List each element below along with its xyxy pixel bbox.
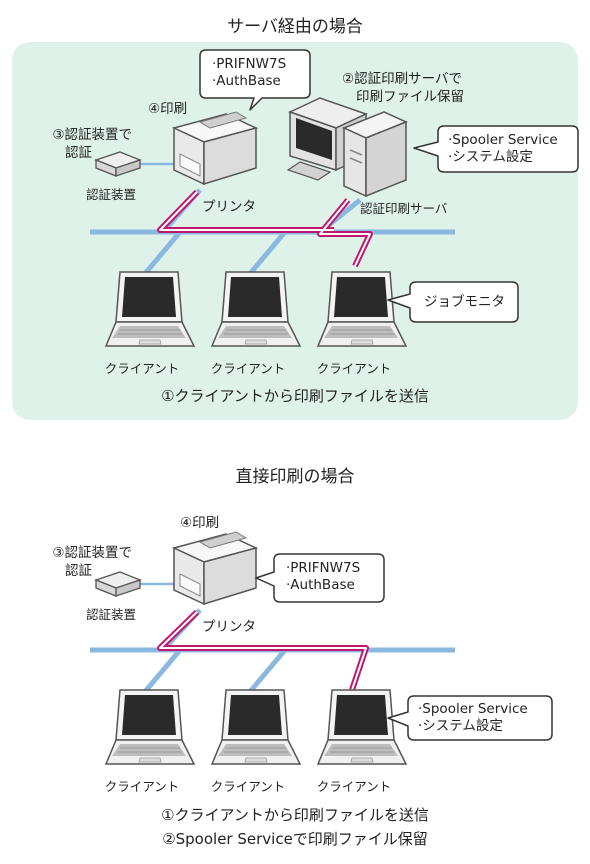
auth-device-icon-1 xyxy=(95,151,141,177)
laptop-icon-1b xyxy=(211,271,301,347)
step2-line1: ②認証印刷サーバで xyxy=(342,71,462,87)
server-prop-1: ·Spooler Service xyxy=(448,132,558,148)
auth-device-label-1: 認証装置 xyxy=(86,187,137,202)
bubble-server-props xyxy=(413,125,579,173)
step2-line2: 印刷ファイル保留 xyxy=(356,89,464,105)
job-monitor-label: ジョブモニタ xyxy=(424,294,505,310)
laptop-icon-1c xyxy=(317,271,407,347)
laptop-icon-2c xyxy=(317,689,407,765)
client-prop-1: ·Spooler Service xyxy=(418,701,528,717)
printer-prop-1: ·PRIFNW7S xyxy=(212,56,287,72)
section1-step1: ①クライアントから印刷ファイルを送信 xyxy=(161,387,429,405)
laptop-icon-2a xyxy=(105,689,195,765)
section2-step1: ①クライアントから印刷ファイルを送信 xyxy=(161,806,429,824)
step3-line1-2: ③認証装置で xyxy=(52,545,132,561)
server-label: 認証印刷サーバ xyxy=(360,201,448,216)
client-prop-2: ·システム設定 xyxy=(418,718,503,734)
step3-line2-1: 認証 xyxy=(65,145,92,161)
bubble-printer-props-2 xyxy=(255,553,385,603)
client-label-2b: クライアント xyxy=(210,779,286,794)
printer-label-2: プリンタ xyxy=(202,619,256,635)
laptop-icon-2b xyxy=(211,689,301,765)
section1-title: サーバ経由の場合 xyxy=(227,17,363,37)
printer-icon-1 xyxy=(173,111,257,185)
printer-prop-2: ·AuthBase xyxy=(212,73,281,89)
client-label-2c: クライアント xyxy=(316,779,392,794)
section2-title: 直接印刷の場合 xyxy=(235,467,355,487)
bubble-printer-props-1 xyxy=(199,49,311,111)
laptop-icon-1a xyxy=(105,271,195,347)
step3-line2-2: 認証 xyxy=(65,563,92,579)
client-label-2a: クライアント xyxy=(104,779,180,794)
server-icon xyxy=(286,97,408,198)
step3-line1-1: ③認証装置で xyxy=(52,127,132,143)
client-label-1c: クライアント xyxy=(316,361,392,376)
client-label-1a: クライアント xyxy=(104,361,180,376)
auth-device-icon-2 xyxy=(95,571,141,597)
server-prop-2: ·システム設定 xyxy=(448,149,533,165)
auth-device-label-2: 認証装置 xyxy=(86,607,137,622)
printer-label-1: プリンタ xyxy=(202,199,256,215)
step4-label-1: ④印刷 xyxy=(148,101,188,117)
step4-label-2: ④印刷 xyxy=(180,515,220,531)
printer-prop-2-1: ·PRIFNW7S xyxy=(286,560,361,576)
printer-prop-2-2: ·AuthBase xyxy=(286,577,355,593)
printer-icon-2 xyxy=(173,531,257,605)
client-label-1b: クライアント xyxy=(210,361,286,376)
bubble-client-props xyxy=(387,695,553,741)
bubble-job-monitor xyxy=(387,281,519,323)
section2-step2: ②Spooler Serviceで印刷ファイル保留 xyxy=(162,830,428,848)
